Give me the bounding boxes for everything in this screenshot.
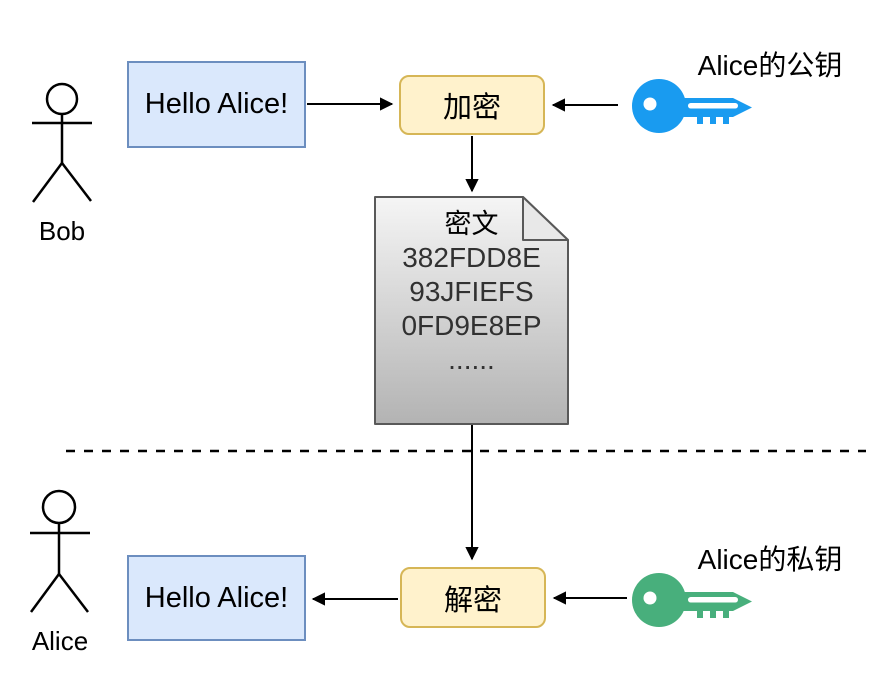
ciphertext-line-ellipsis: ...... bbox=[448, 344, 495, 375]
ciphertext-line: 382FDD8E bbox=[402, 242, 541, 273]
ciphertext-line: 0FD9E8EP bbox=[401, 310, 542, 341]
decrypt-process-label: 解密 bbox=[443, 584, 502, 617]
plaintext-message-box-top: Hello Alice! bbox=[127, 61, 306, 148]
ciphertext-document-title: 密文 bbox=[444, 209, 499, 239]
ciphertext-line: 93JFIEFS bbox=[409, 276, 534, 307]
public-key-icon bbox=[632, 79, 752, 133]
plaintext-message-box-bottom: Hello Alice! bbox=[127, 555, 306, 641]
private-key-label: Alice的私钥 bbox=[697, 544, 843, 575]
document-fold-corner-icon bbox=[522, 196, 569, 241]
person-icon-bob bbox=[31, 82, 92, 203]
person-icon-alice bbox=[29, 489, 90, 613]
plaintext-message-text-bottom: Hello Alice! bbox=[144, 581, 289, 614]
public-key-label: Alice的公钥 bbox=[697, 50, 843, 81]
encrypt-process-box: 加密 bbox=[399, 75, 545, 135]
decrypt-process-box: 解密 bbox=[400, 567, 546, 628]
actor-label-alice: Alice bbox=[31, 626, 89, 656]
ciphertext-document-shape bbox=[374, 196, 569, 425]
private-key-icon bbox=[632, 573, 752, 627]
encrypt-process-label: 加密 bbox=[442, 92, 501, 124]
plaintext-message-text-top: Hello Alice! bbox=[144, 88, 289, 120]
actor-label-bob: Bob bbox=[38, 216, 86, 246]
